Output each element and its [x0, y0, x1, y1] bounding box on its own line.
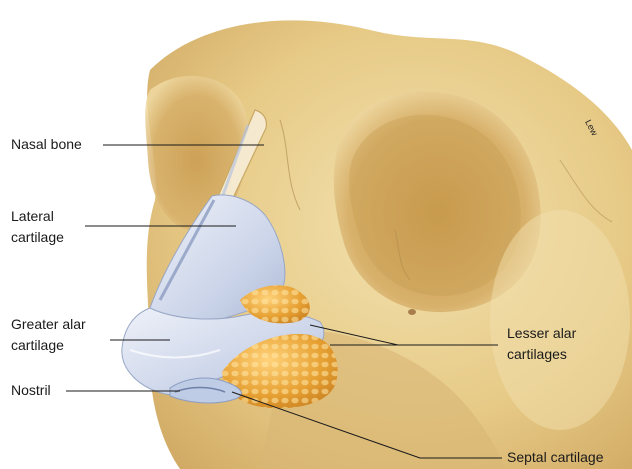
label-septal-cartilage: Septal cartilage [507, 449, 604, 466]
label-lesser-alar-line2: cartilages [507, 346, 567, 363]
label-nasal-bone: Nasal bone [11, 136, 82, 153]
label-lateral-cartilage-line1: Lateral [11, 208, 54, 225]
label-greater-alar-line1: Greater alar [11, 316, 86, 333]
label-greater-alar-line2: cartilage [11, 337, 64, 354]
label-lateral-cartilage-line2: cartilage [11, 229, 64, 246]
label-lesser-alar-line1: Lesser alar [507, 325, 576, 342]
label-nostril: Nostril [11, 382, 51, 399]
